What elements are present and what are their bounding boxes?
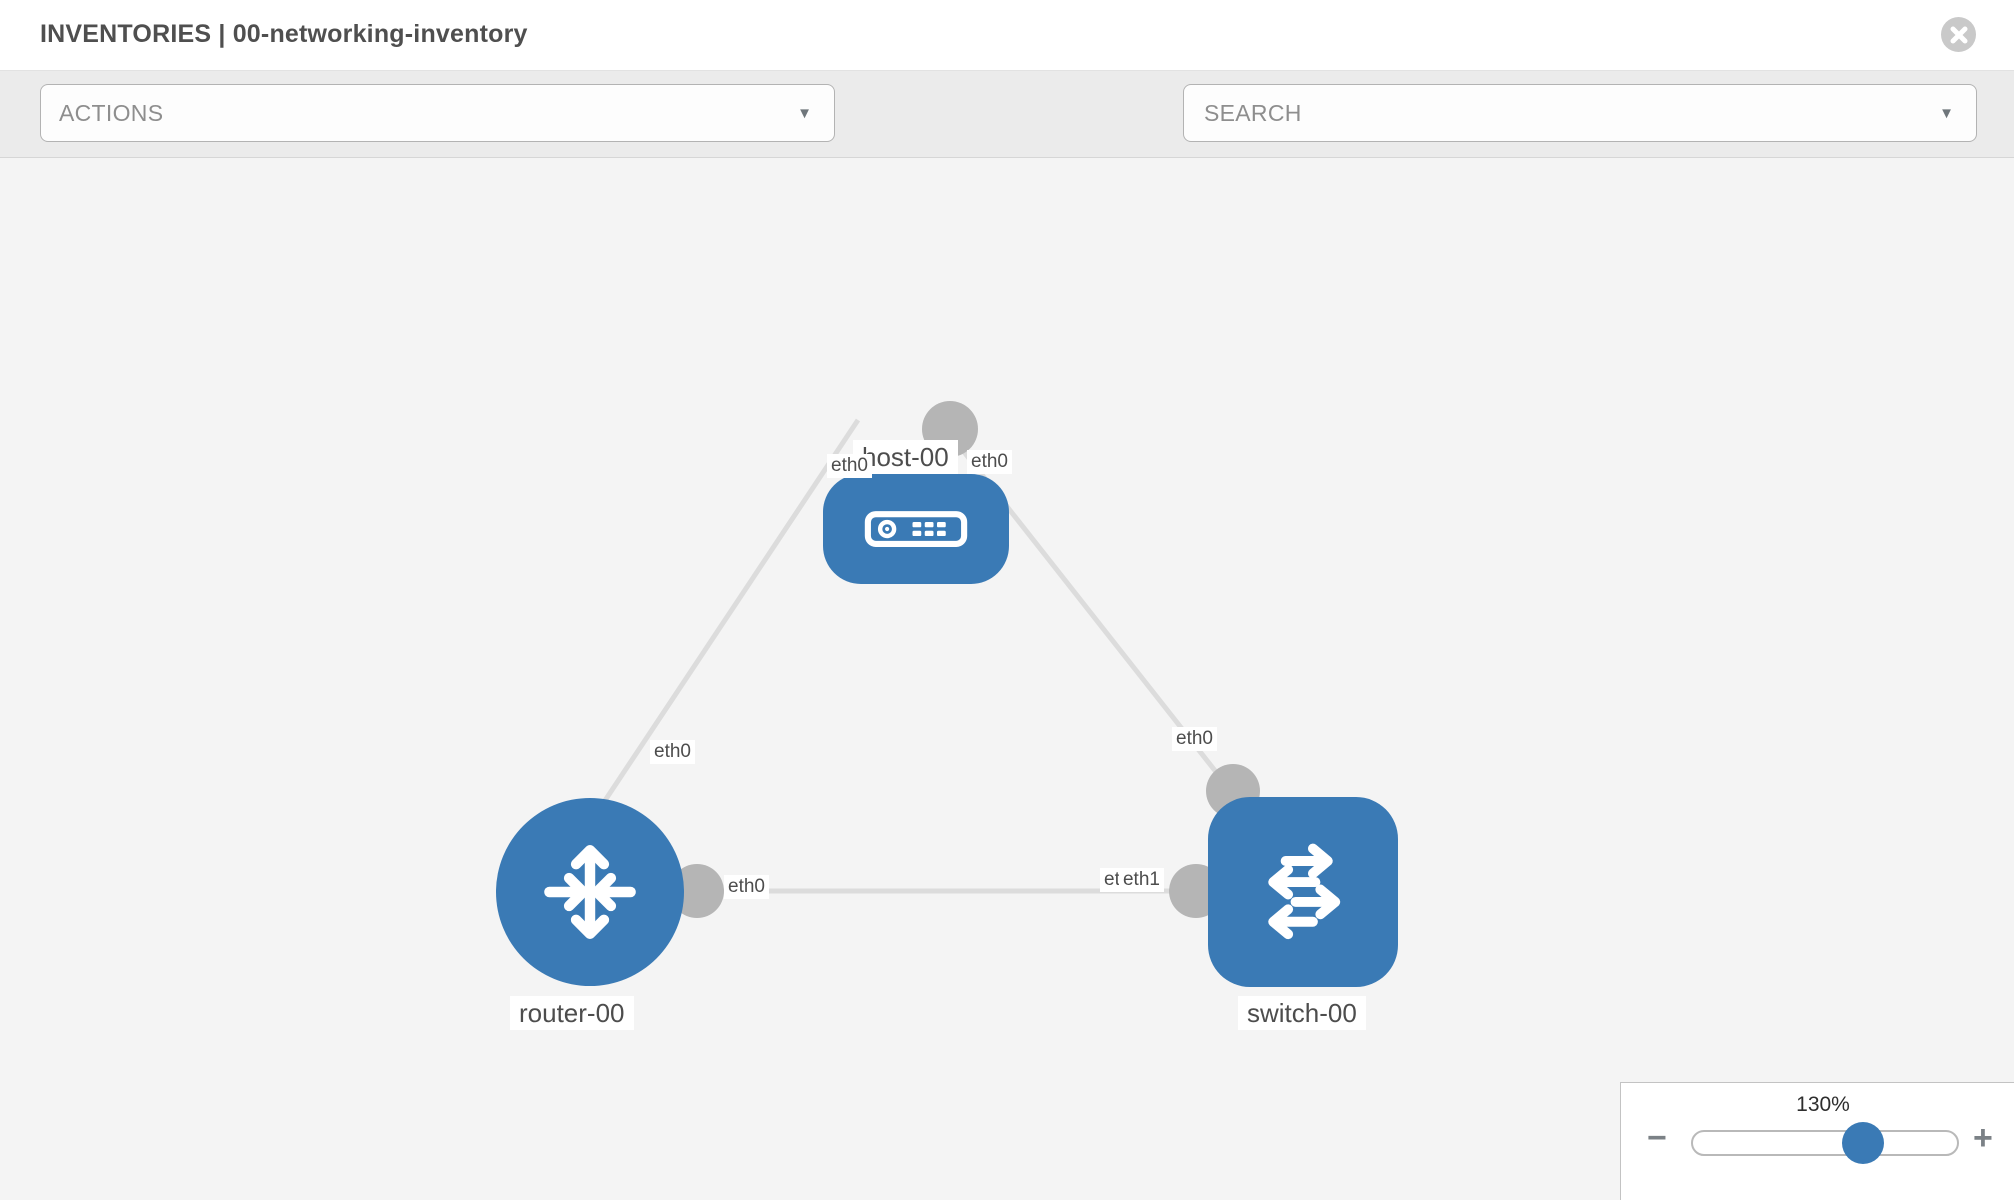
interface-label: eth1 [1118,868,1164,892]
zoom-out-button[interactable]: − [1647,1119,1667,1157]
zoom-slider-track[interactable] [1691,1130,1959,1156]
interface-label-pair: eth0 eth1 [1100,868,1164,892]
actions-dropdown-label: ACTIONS [59,99,164,126]
node-switch-00[interactable] [1208,797,1398,987]
interface-label: eth0 [724,875,769,899]
zoom-level: 130% [1796,1093,1850,1116]
zoom-in-button[interactable]: + [1973,1119,1993,1157]
close-button[interactable] [1941,17,1976,52]
toolbar: ACTIONS ▼ ▼ [0,71,2014,200]
node-label-switch: switch-00 [1238,996,1366,1030]
page-title: INVENTORIES | 00-networking-inventory [40,20,528,48]
header: INVENTORIES | 00-networking-inventory [0,0,2014,71]
interface-label: eth0 [1172,727,1217,751]
search-dropdown[interactable]: ▼ [1183,84,1977,142]
close-icon [1950,26,1967,43]
zoom-panel: 130% − + [1620,1082,2014,1200]
topology-canvas[interactable]: host-00 router-00 switch-00 eth0 eth0 et… [0,158,2014,1200]
actions-dropdown[interactable]: ACTIONS ▼ [40,84,835,142]
switch-icon [1268,843,1341,940]
node-label-router: router-00 [510,996,634,1030]
interface-label: eth0 [967,450,1012,474]
interface-dot-router [670,864,724,918]
node-router-00[interactable] [496,798,684,986]
router-icon [544,845,636,939]
interface-label: eth0 [827,454,872,478]
chevron-down-icon: ▼ [1939,104,1954,122]
host-icon [864,511,968,547]
zoom-slider-thumb[interactable] [1842,1122,1884,1164]
interface-label: eth0 [650,740,695,764]
node-host-00[interactable] [823,474,1009,584]
chevron-down-icon: ▼ [797,104,812,122]
links-layer [597,401,1260,918]
link-host-router[interactable] [597,418,861,810]
search-input[interactable] [1202,98,1940,128]
